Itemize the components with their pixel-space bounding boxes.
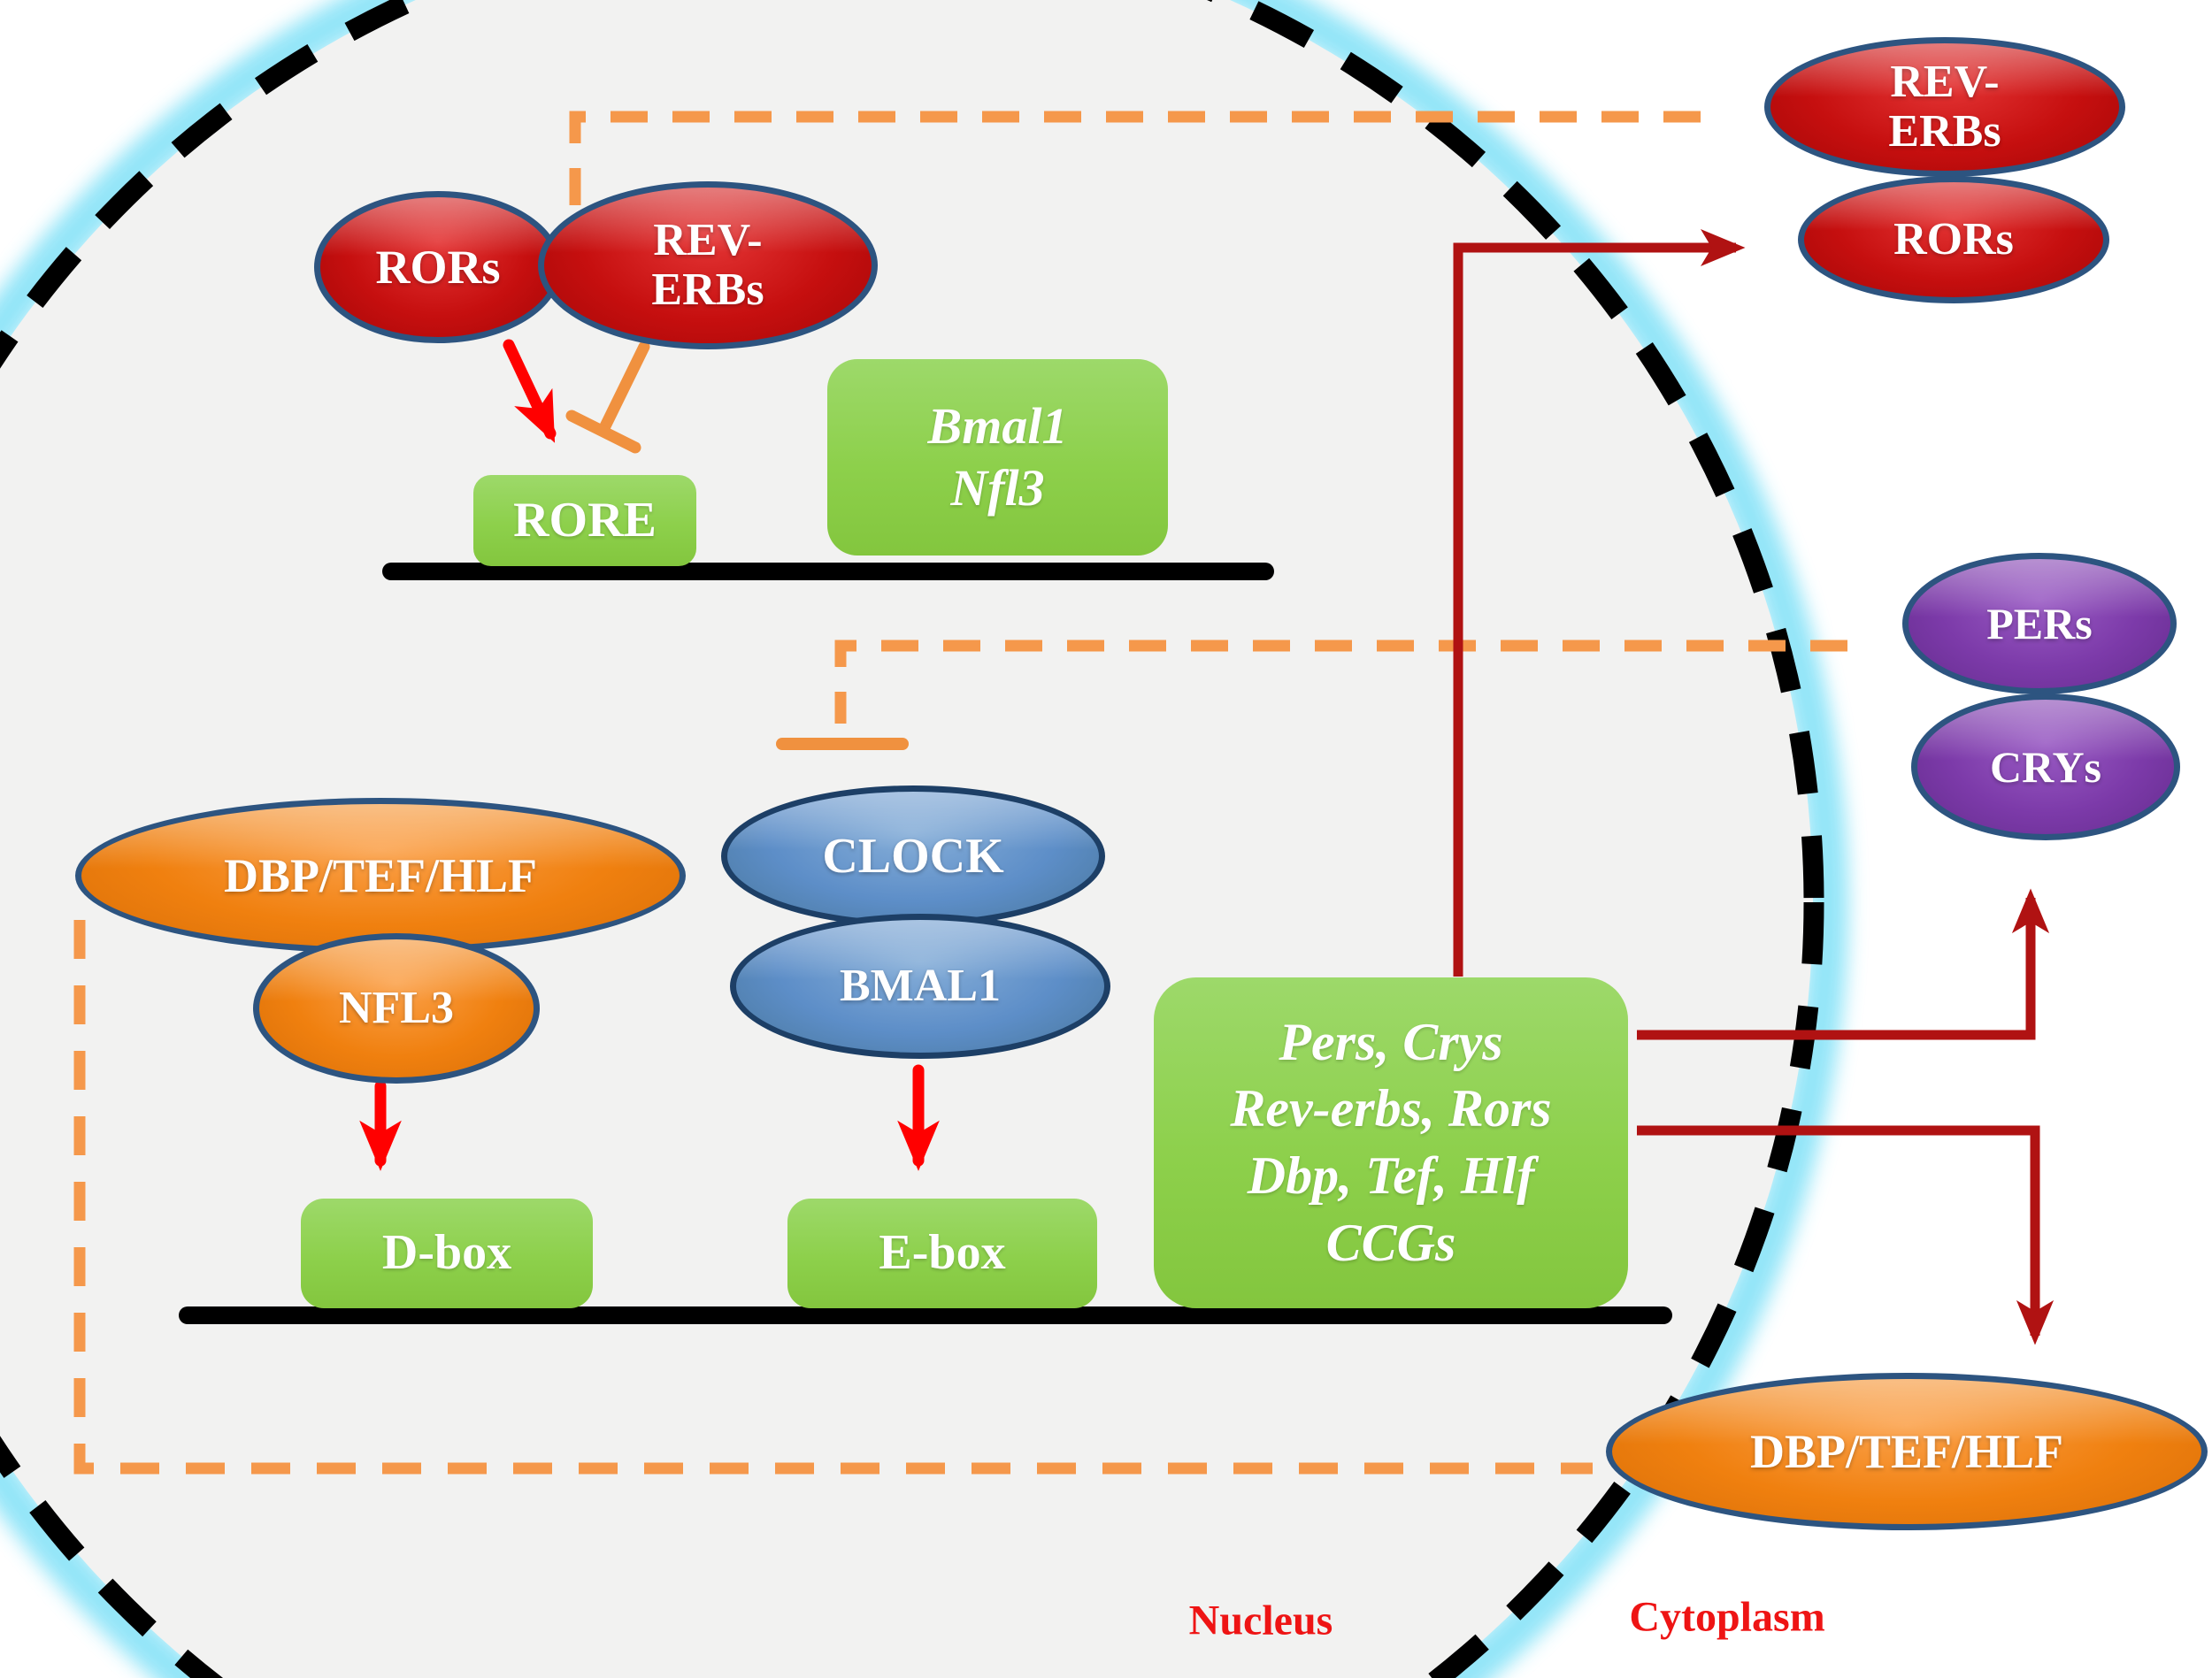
dbp-tef-hlf-cyt-label: DBP/TEF/HLF [1749, 1424, 2064, 1478]
dbox-label: D-box [381, 1225, 512, 1281]
ccg-gene-box: Pers, Crys Rev-erbs, Rors Dbp, Tef, Hlf … [1154, 977, 1628, 1308]
ccg-line-pers-crys: Pers, Crys [1279, 1012, 1503, 1071]
reverbs-to-rore-inhibit-bar [565, 410, 641, 454]
ccg-line-ccgs: CCGs [1325, 1213, 1456, 1272]
pers-label: PERs [1986, 599, 2093, 648]
ccg-line-reverbs-rors: Rev-erbs, Rors [1230, 1079, 1552, 1138]
rev-erbs-label-line2: ERBs [651, 264, 764, 315]
clock-ellipse: CLOCK [721, 785, 1105, 927]
rors-to-rore-arrow [503, 339, 557, 443]
dbp-tef-hlf-cytoplasm-ellipse: DBP/TEF/HLF [1606, 1373, 2208, 1530]
rors-cyt-label: RORs [1893, 213, 2014, 264]
dbp-export-arrow [1637, 1125, 2055, 1345]
cytoplasm-label: Cytoplasm [1629, 1593, 1825, 1641]
rore-label: RORE [513, 492, 657, 548]
rors-label: RORs [375, 240, 501, 294]
pers-crys-export-arrow [1637, 888, 2050, 1040]
rev-erbs-label-line1: REV- [653, 214, 763, 265]
nucleus-membrane-glow [0, 0, 1848, 1678]
crys-label: CRYs [1989, 742, 2102, 792]
reverbs-to-rore-inhibit-shaft [597, 341, 650, 436]
bmal1-label: BMAL1 [840, 960, 1001, 1011]
bmal1-ellipse: BMAL1 [730, 914, 1110, 1059]
pers-ellipse: PERs [1902, 553, 2177, 694]
dbox-element-box: D-box [301, 1199, 593, 1308]
ccg-line-dbp-tef-hlf: Dbp, Tef, Hlf [1247, 1146, 1535, 1205]
clock-label: CLOCK [822, 828, 1004, 884]
crys-ellipse: CRYs [1911, 693, 2180, 840]
rev-erbs-cytoplasm-ellipse: REV- ERBs [1764, 37, 2125, 177]
ebox-label: E-box [879, 1225, 1006, 1281]
bmal1-nfl3-gene-box: Bmal1 Nfl3 [827, 359, 1168, 556]
rev-erbs-cyt-label-line1: REV- [1890, 56, 2000, 107]
nfl3-label: NFL3 [339, 982, 454, 1033]
reverbs-rors-export-arrow [1453, 228, 1746, 977]
rev-erbs-cyt-label-line2: ERBs [1888, 106, 2001, 157]
dbp-tef-hlf-nuclear-ellipse: DBP/TEF/HLF [75, 798, 686, 954]
nucleus-label: Nucleus [1188, 1597, 1333, 1644]
dbp-tef-hlf-label: DBP/TEF/HLF [223, 848, 538, 902]
bmal1-gene-label: Bmal1 [927, 397, 1068, 456]
dbp-feedback-dashed [73, 920, 1593, 1475]
pers-crys-inhibit-dashed [834, 640, 1847, 724]
rors-cytoplasm-ellipse: RORs [1798, 176, 2109, 303]
rors-nuclear-ellipse: RORs [314, 191, 562, 343]
ebox-element-box: E-box [787, 1199, 1097, 1308]
nfl3-gene-label: Nfl3 [950, 459, 1045, 517]
rore-element-box: RORE [473, 475, 696, 566]
rev-erbs-nuclear-ellipse: REV- ERBs [538, 181, 878, 349]
nucleus-membrane-dashed-border [0, 0, 1824, 1678]
reverbs-cytoplasm-inhibit-dashed [569, 111, 1715, 205]
nfl3-protein-ellipse: NFL3 [253, 933, 540, 1084]
